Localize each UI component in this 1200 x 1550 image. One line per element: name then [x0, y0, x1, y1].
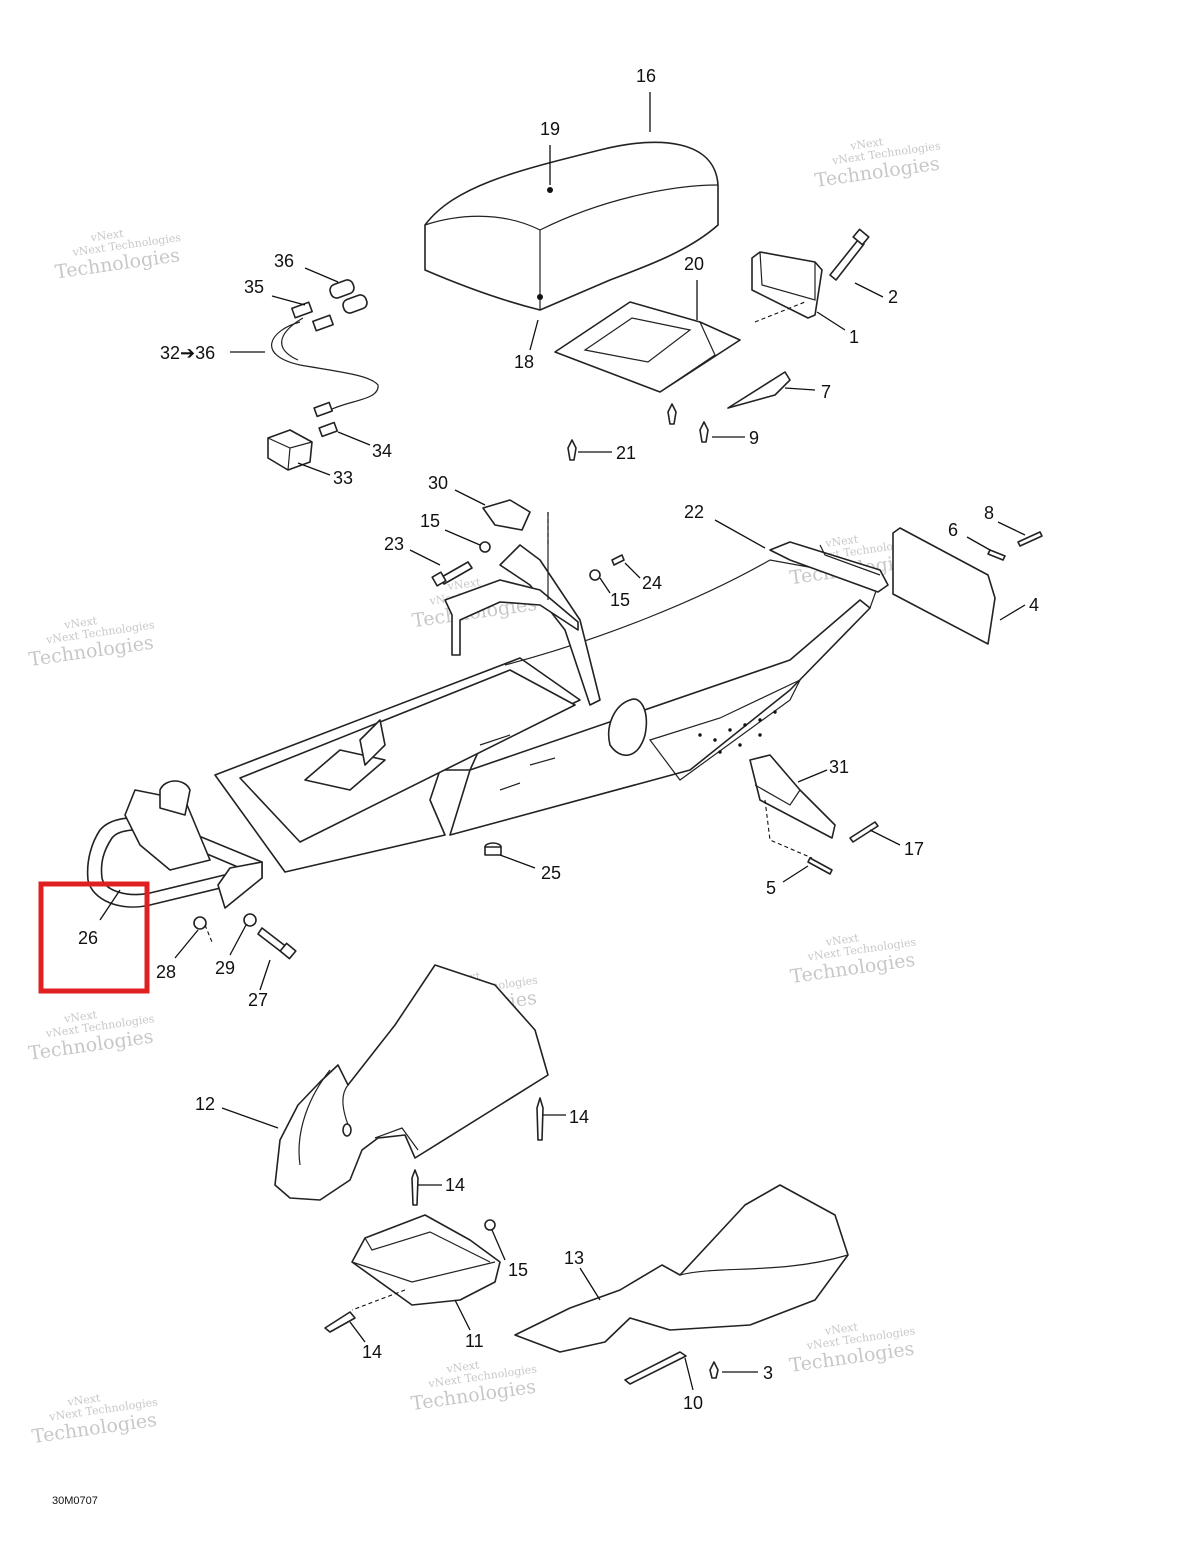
upper-bracket-30	[444, 499, 601, 706]
callout-20: 20	[684, 254, 704, 274]
leader-lines	[99, 92, 1026, 1391]
screw-2	[829, 228, 870, 281]
rivet-17	[849, 821, 879, 843]
wiring-harness	[271, 279, 379, 438]
callout-2: 2	[888, 287, 898, 307]
callout-labels: 16 19 20 2 1 7 9 21 18 36 35 32➔36 34 33…	[78, 66, 1039, 1413]
watermark-line1: vNext	[62, 614, 98, 632]
callout-26: 26	[78, 928, 98, 948]
callout-8: 8	[984, 503, 994, 523]
assembly-lines	[204, 301, 813, 1311]
rubber-stud-25	[484, 842, 502, 856]
callout-13: 13	[564, 1248, 584, 1268]
washer-29	[243, 913, 257, 927]
callout-23: 23	[384, 534, 404, 554]
callout-17: 17	[904, 839, 924, 859]
watermark-line1: vNext	[824, 532, 860, 550]
rear-frame	[214, 541, 889, 873]
hitch-bracket	[749, 754, 836, 839]
callout-6: 6	[948, 520, 958, 540]
highlight-box	[38, 881, 150, 994]
watermark-line1: vNext	[89, 227, 125, 245]
seat-rivet-18	[537, 294, 543, 300]
callout-30: 30	[428, 473, 448, 493]
decal-10	[624, 1351, 687, 1385]
callout-31: 31	[829, 757, 849, 777]
bottom-pan-11	[351, 1214, 501, 1306]
reflector-7	[727, 371, 791, 409]
callout-15b: 15	[610, 590, 630, 610]
callout-14b: 14	[445, 1175, 465, 1195]
rivet-24	[611, 554, 625, 566]
callout-24: 24	[642, 573, 662, 593]
callout-1: 1	[849, 327, 859, 347]
side-panel-12	[274, 964, 549, 1201]
watermark-line1: vNext	[824, 931, 860, 949]
seat-rivet-19	[547, 187, 553, 193]
connector-housing-33	[267, 429, 313, 471]
callout-4: 4	[1029, 595, 1039, 615]
figure-code: 30M0707	[52, 1495, 98, 1507]
rear-flap	[892, 527, 996, 645]
callout-9: 9	[749, 428, 759, 448]
watermark-line1: vNext	[848, 135, 884, 153]
callout-10: 10	[683, 1393, 703, 1413]
callout-16: 16	[636, 66, 656, 86]
callout-22: 22	[684, 502, 704, 522]
callout-18: 18	[514, 352, 534, 372]
callout-29: 29	[215, 958, 235, 978]
callout-35: 35	[244, 277, 264, 297]
bolt-27	[257, 927, 297, 960]
screw-9	[699, 421, 709, 443]
callout-21: 21	[616, 443, 636, 463]
washer-15b	[589, 569, 601, 581]
rivet-5	[807, 857, 833, 875]
callout-19: 19	[540, 119, 560, 139]
shield-13	[514, 1184, 849, 1353]
callout-14a: 14	[569, 1107, 589, 1127]
screw-21	[567, 439, 577, 461]
callout-32-36: 32➔36	[160, 343, 215, 363]
seat	[424, 141, 719, 311]
callout-3: 3	[763, 1363, 773, 1383]
callout-25: 25	[541, 863, 561, 883]
callout-34: 34	[372, 441, 392, 461]
callout-27: 27	[248, 990, 268, 1010]
callout-15c: 15	[508, 1260, 528, 1280]
callout-14c: 14	[362, 1342, 382, 1362]
watermark-line1: vNext	[62, 1008, 98, 1026]
rivet-6	[987, 549, 1006, 561]
callout-5: 5	[766, 878, 776, 898]
bolt-23	[431, 561, 473, 587]
watermark-line1: vNext	[446, 575, 482, 593]
watermark-line1: vNext	[66, 1391, 102, 1409]
taillight	[751, 251, 823, 319]
rivet-8	[1017, 531, 1043, 547]
callout-36: 36	[274, 251, 294, 271]
hardware-lower	[324, 1097, 719, 1379]
callout-28: 28	[156, 962, 176, 982]
watermark-line1: vNext	[823, 1320, 859, 1338]
callout-15a: 15	[420, 511, 440, 531]
callout-11: 11	[465, 1331, 484, 1351]
callout-7: 7	[821, 382, 831, 402]
seat-base	[554, 301, 741, 393]
watermark-line1: vNext	[445, 1358, 481, 1376]
nut-28	[193, 916, 207, 930]
callout-33: 33	[333, 468, 353, 488]
callout-12: 12	[195, 1094, 215, 1114]
screw-21b	[667, 403, 677, 425]
washer-15	[479, 541, 491, 553]
